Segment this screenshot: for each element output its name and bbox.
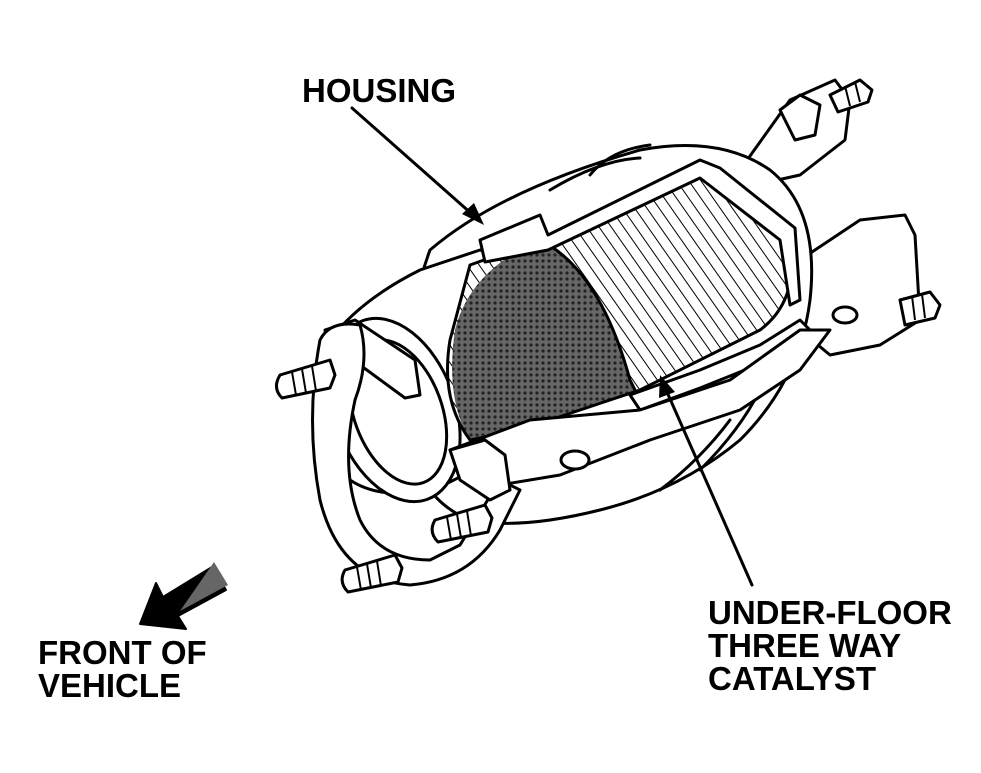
front-flange [275,318,522,594]
front-stud-lower [340,553,404,594]
front-label-line2: VEHICLE [38,667,181,704]
housing-leader [350,106,484,225]
rear-stud-right [898,290,942,327]
catalyst-label-line2: THREE WAY [708,627,901,664]
housing-label: HOUSING [302,72,456,109]
rear-flange [738,78,942,357]
catalyst-label-line3: CATALYST [708,660,876,697]
front-direction-arrow-icon [139,562,228,630]
front-stud-upper [275,358,337,400]
catalyst-leader [659,375,754,587]
catalyst-label-line1: UNDER-FLOOR [708,594,952,631]
front-stud-middle [430,503,494,544]
front-label-line1: FRONT OF [38,634,207,671]
